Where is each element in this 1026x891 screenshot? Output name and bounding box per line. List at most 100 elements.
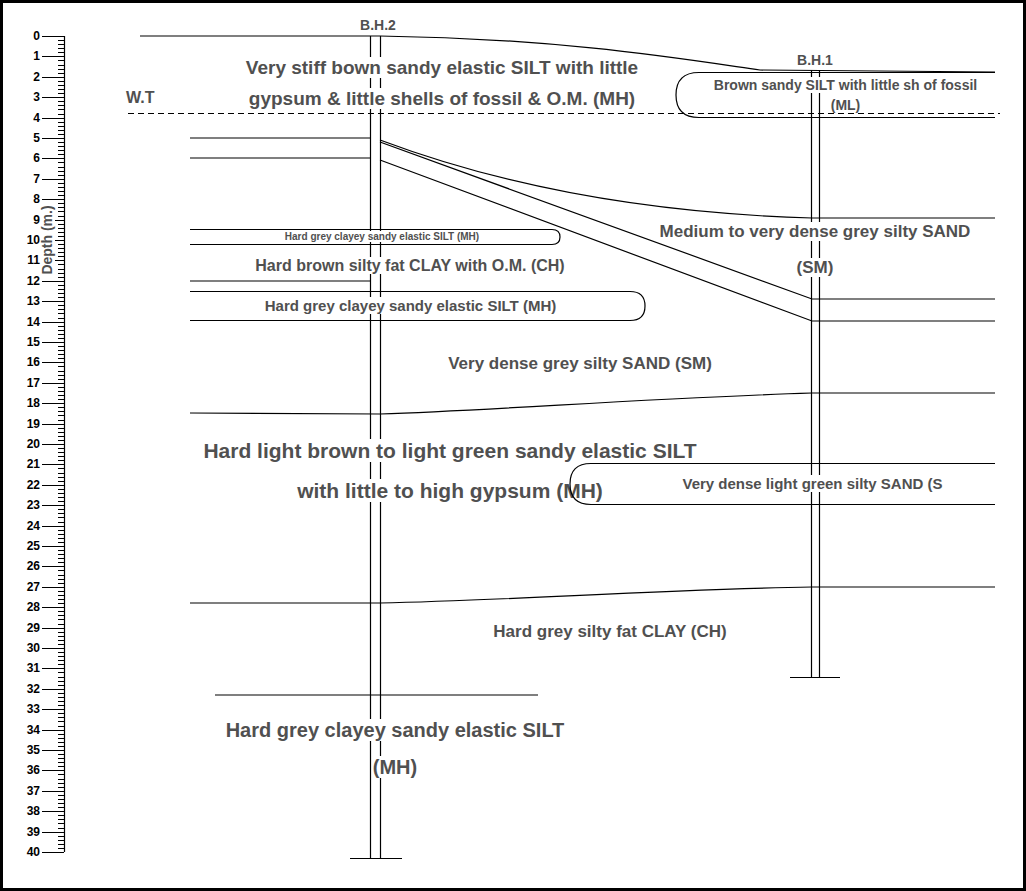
minor-tick [58,73,64,74]
major-tick [42,668,64,669]
lens-text-block: Hard grey clayey sandy elastic SILT (MH) [190,229,560,245]
depth-number-box: 2 [2,69,40,85]
depth-number-box: 1 [2,48,40,64]
depth-number-box: 13 [2,293,40,309]
minor-tick [58,456,64,457]
minor-tick [58,595,64,596]
borehole-label: B.H.2 [360,17,396,33]
major-tick [42,383,64,384]
depth-number: 33 [27,702,40,716]
minor-tick [58,660,64,661]
lens-text: Very dense light green silty SAND (S [682,475,942,492]
soil-layer-label-box: Medium to very dense grey silty SAND (SM… [655,214,975,286]
major-tick [42,648,64,649]
lens-text: Hard grey clayey sandy elastic SILT (MH) [285,231,479,242]
minor-tick [58,713,64,714]
depth-number: 5 [33,131,40,145]
minor-tick [58,726,64,727]
minor-tick [58,81,64,82]
depth-number: 20 [27,437,40,451]
minor-tick [58,89,64,90]
minor-tick [58,318,64,319]
minor-tick [58,264,64,265]
depth-number-box: 32 [2,681,40,697]
minor-tick [58,513,64,514]
minor-tick [58,195,64,196]
minor-tick [58,632,64,633]
minor-tick [58,644,64,645]
depth-number: 12 [27,274,40,288]
minor-tick [58,522,64,523]
depth-number-box: 7 [2,171,40,187]
minor-tick [58,391,64,392]
depth-number-box: 10 [2,232,40,248]
major-tick [42,770,64,771]
minor-tick [58,624,64,625]
minor-tick [58,350,64,351]
minor-tick [58,277,64,278]
minor-tick [58,142,64,143]
minor-tick [58,779,64,780]
minor-tick [58,371,64,372]
minor-tick [58,130,64,131]
minor-tick [58,501,64,502]
minor-tick [58,334,64,335]
soil-layer-label: Very stiff bown sandy elastic SILT with … [246,57,638,109]
depth-number-box: 17 [2,375,40,391]
minor-tick [58,599,64,600]
major-tick [42,77,64,78]
soil-layer-label: Very dense grey silty SAND (SM) [448,354,712,373]
minor-tick [58,550,64,551]
borehole-wall [811,70,812,677]
depth-number: 29 [27,621,40,635]
depth-number: 11 [27,253,40,267]
depth-number: 16 [27,355,40,369]
minor-tick [58,823,64,824]
major-tick [42,709,64,710]
minor-tick [58,432,64,433]
depth-number: 0 [33,29,40,43]
major-tick [42,485,64,486]
depth-number-box: 33 [2,701,40,717]
minor-tick [58,795,64,796]
soil-layer-label: Hard grey clayey sandy elastic SILT (MH) [226,719,565,778]
minor-tick [58,497,64,498]
depth-ticks [42,37,64,853]
depth-number: 19 [27,417,40,431]
depth-number: 36 [27,763,40,777]
borehole-cap [350,858,402,859]
minor-tick [58,562,64,563]
minor-tick [58,766,64,767]
major-tick [42,138,64,139]
minor-tick [58,52,64,53]
axis-title: Depth (m.) [39,205,55,274]
depth-number-box: 26 [2,558,40,574]
major-tick [42,566,64,567]
soil-layer-label: Hard brown silty fat CLAY with O.M. (CH) [255,257,564,274]
minor-tick [58,407,64,408]
depth-number: 32 [27,682,40,696]
depth-number: 25 [27,539,40,553]
depth-number-box: 14 [2,314,40,330]
minor-tick [58,803,64,804]
minor-tick [58,44,64,45]
minor-tick [58,420,64,421]
minor-tick [58,175,64,176]
borehole-cap [790,677,840,678]
minor-tick [58,40,64,41]
borehole-label-box: B.H.1 [780,51,850,69]
boundary-line [190,587,995,603]
depth-number-box: 3 [2,89,40,105]
depth-number-box: 19 [2,416,40,432]
minor-tick [58,146,64,147]
depth-number: 1 [33,49,40,63]
minor-tick [58,150,64,151]
depth-number-box: 36 [2,762,40,778]
soil-layer-label-box: Hard grey clayey sandy elastic SILT (MH) [205,712,585,786]
water-table-line [128,113,1000,114]
soil-layer-label: Hard grey silty fat CLAY (CH) [493,622,726,641]
axis-title-box: Depth (m.) [38,180,56,300]
depth-number-box: 11 [2,252,40,268]
depth-number: 2 [33,70,40,84]
